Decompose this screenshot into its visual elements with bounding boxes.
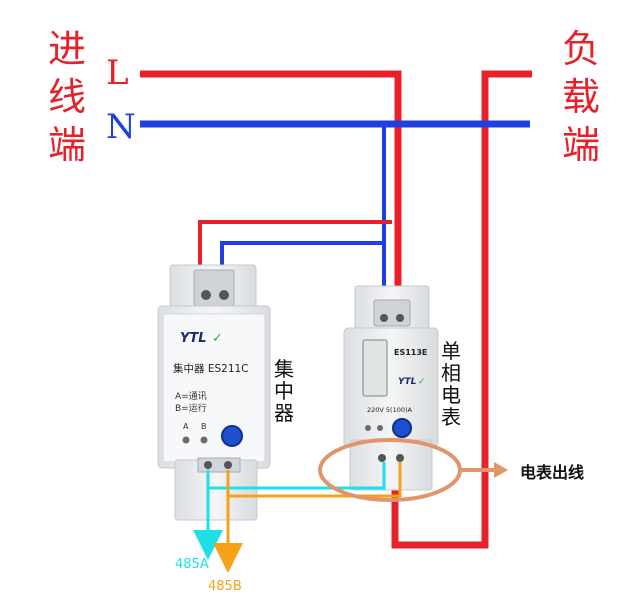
terminal-screw-icon [396, 454, 404, 462]
meter-lcd-display [362, 339, 388, 397]
meter-device: ES113E YTL ✓ 220V 5(100)A [343, 285, 439, 491]
led-b-indicator [200, 436, 208, 444]
terminal-screw-icon [224, 461, 232, 469]
neutral-line-label: N [106, 107, 136, 147]
load-char: 载 [562, 75, 600, 119]
load-char: 端 [562, 123, 600, 167]
terminal-screw-icon [201, 290, 211, 300]
led-b-label: B [201, 422, 207, 431]
meter-body [343, 327, 439, 447]
terminal-screw-icon [396, 314, 404, 322]
leaf-logo-icon: ✓ [212, 331, 223, 346]
meter-brand: YTL [398, 377, 417, 387]
bus-485a-label: 485A [175, 557, 209, 572]
concentrator-legend-b: B=运行 [175, 402, 207, 414]
terminal-screw-icon [204, 461, 212, 469]
meter-button[interactable] [392, 418, 412, 438]
terminal-screw-icon [219, 290, 229, 300]
meter-bottom-block [349, 439, 433, 491]
incoming-char: 线 [48, 75, 86, 119]
concentrator-model: 集中器 ES211C [173, 362, 249, 375]
concentrator-legend-a: A=通讯 [175, 391, 207, 402]
meter-model: ES113E [394, 348, 427, 357]
live-line-label: L [106, 53, 129, 93]
meter-outlet-label: 电表出线 [520, 463, 584, 482]
led-a-indicator [182, 436, 190, 444]
concentrator-side-char: 器 [274, 401, 294, 425]
incoming-char: 进 [48, 27, 86, 71]
meter-side-char: 电 [441, 383, 461, 407]
leaf-logo-icon: ✓ [418, 377, 426, 387]
load-char: 负 [562, 27, 600, 71]
bus-485b-label: 485B [208, 579, 242, 594]
led-a-label: A [183, 422, 189, 431]
terminal-screw-icon [380, 314, 388, 322]
live-wire-main [140, 70, 402, 300]
concentrator-brand: YTL [180, 331, 207, 346]
load-side-label: 负 载 端 [562, 27, 600, 167]
concentrator-terminal-block [193, 269, 235, 307]
meter-led-indicator [377, 425, 383, 431]
incoming-char: 端 [48, 123, 86, 167]
neutral-feed-concentrator [220, 241, 384, 268]
concentrator-side-char: 中 [274, 379, 294, 403]
incoming-side-label: 进 线 端 [48, 27, 86, 167]
concentrator-button[interactable] [221, 425, 243, 447]
concentrator-side-label: 集 中 器 [274, 357, 294, 425]
meter-side-char: 表 [441, 405, 461, 429]
meter-side-label: 单 相 电 表 [441, 339, 461, 429]
live-feed-concentrator [198, 220, 392, 268]
live-wire-load [391, 70, 532, 549]
concentrator-device: YTL ✓ 集中器 ES211C A=通讯 B=运行 A B [157, 264, 271, 521]
concentrator-side-char: 集 [274, 357, 294, 381]
callout-arrow-icon [460, 462, 508, 478]
meter-led-indicator [365, 425, 371, 431]
meter-rating: 220V 5(100)A [367, 406, 413, 414]
meter-side-char: 相 [441, 361, 461, 385]
meter-terminal-block [373, 299, 411, 327]
meter-side-char: 单 [441, 339, 461, 363]
terminal-screw-icon [378, 454, 386, 462]
